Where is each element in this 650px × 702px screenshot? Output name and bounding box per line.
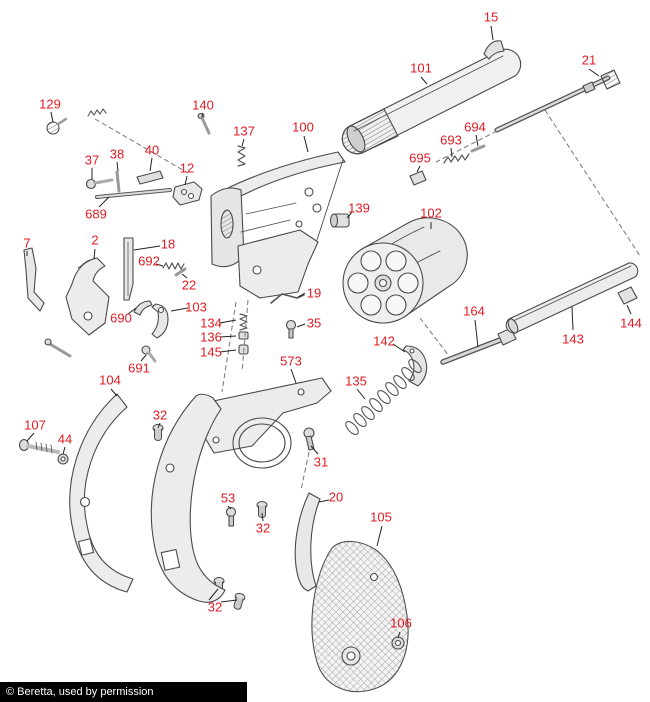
- ejector-rod-drawing: [494, 69, 621, 133]
- front-sight-drawing: [483, 40, 505, 60]
- hammer-drawing: [44, 257, 110, 358]
- hand-drawing: [123, 237, 134, 301]
- mainspring-drawing: [345, 358, 422, 436]
- hand-spring-drawing: [162, 262, 187, 277]
- screw-53-drawing: [225, 506, 237, 527]
- cylinder-stop-parts-drawing: [409, 144, 486, 186]
- screw-31-drawing: [303, 427, 315, 451]
- barrel-drawing: [341, 48, 522, 155]
- cylinder-bushing-drawing: [329, 213, 350, 228]
- screw-691-drawing: [141, 345, 157, 363]
- top-left-hardware-drawing: [46, 108, 246, 206]
- leader-lines: [26, 25, 632, 639]
- copyright-text: © Beretta, used by permission: [6, 686, 154, 698]
- screw-107-drawing: [18, 438, 60, 454]
- grip-nut-drawing: [391, 636, 405, 650]
- loading-gate-drawing: [402, 345, 428, 387]
- nut-44-drawing: [57, 453, 69, 465]
- gripframe-straps-drawing: [69, 393, 226, 603]
- sear-lever-drawing: [23, 247, 45, 312]
- housing-plug-drawing: [617, 286, 638, 305]
- assembly-axis-lines: [94, 109, 641, 491]
- trigger-drawing: [151, 303, 169, 339]
- frame-drawing: [210, 151, 346, 299]
- ejector-housing-drawing: [505, 262, 639, 334]
- trigger-guard-drawing: [200, 377, 332, 469]
- cylinder-drawing: [342, 217, 468, 324]
- grip-strap-drawing: [294, 492, 321, 592]
- sight-screw-drawing: [285, 319, 297, 339]
- base-pin-drawing: [440, 327, 517, 365]
- trigger-spring-drawing: [133, 300, 153, 316]
- grip-panel-drawing: [311, 540, 409, 693]
- copyright-bar: © Beretta, used by permission: [0, 682, 247, 702]
- parts-linework: [18, 40, 639, 693]
- spring-wire-drawing: [270, 293, 305, 304]
